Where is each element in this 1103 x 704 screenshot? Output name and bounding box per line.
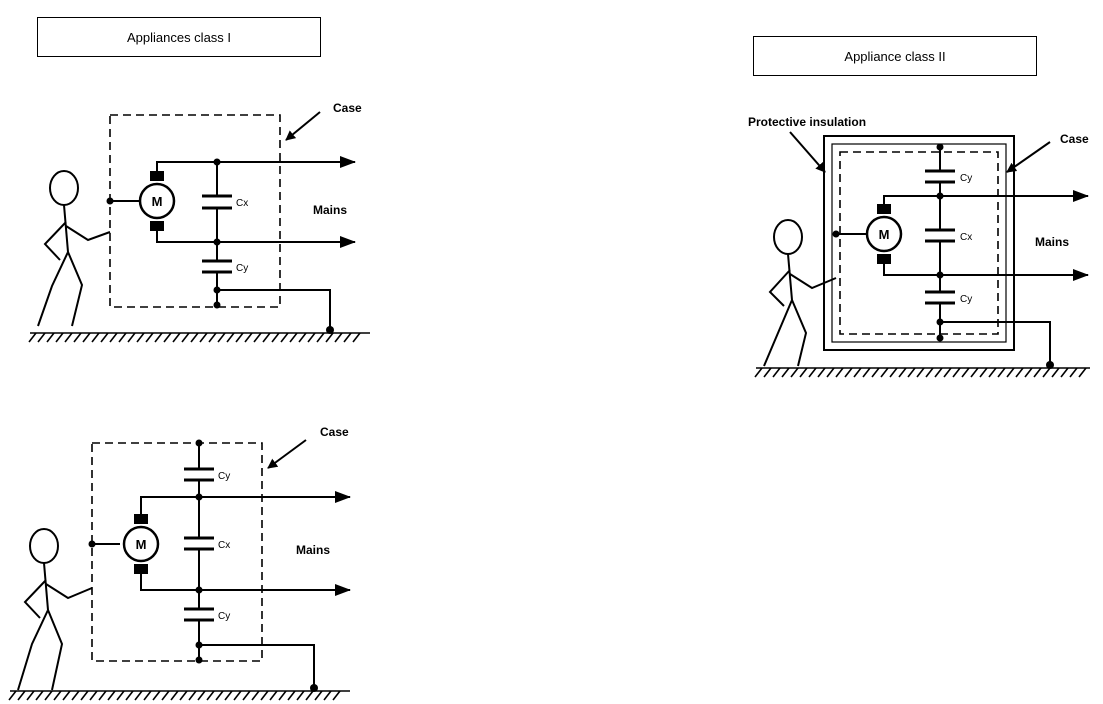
case-label: Case [333,101,362,115]
diagram-class-ii: Protective insulation Case M Cy Cx [748,115,1090,378]
case-arrow [1006,141,1051,173]
mains-label: Mains [1035,235,1069,249]
case-outline [91,442,263,662]
title-class-ii: Appliance class II [844,48,946,64]
diagram-class-i-b: Case M Cy Cx Cy [8,425,351,701]
motor: M [138,171,176,231]
motor-label: M [879,227,890,242]
ground-line [754,367,1090,378]
person-figure [17,528,93,691]
cap-label-cx: Cx [218,540,230,551]
cap-label-cy-top: Cy [218,471,230,482]
mains-label: Mains [313,203,347,217]
case-arrow [267,439,307,469]
insulation-arrow [789,131,826,173]
case-outline [109,114,281,308]
mains-label: Mains [296,543,330,557]
motor-label: M [136,537,147,552]
cap-label-cx: Cx [236,198,248,209]
case-label: Case [320,425,349,439]
case-outline [839,151,999,335]
motor-label: M [152,194,163,209]
cap-label-cy-top: Cy [960,173,972,184]
case-arrow [285,111,321,141]
motor: M [122,514,160,574]
motor: M [865,204,903,264]
cap-label-cy-bottom: Cy [218,611,230,622]
cap-label-cy-bottom: Cy [960,294,972,305]
diagram-class-i-a: Case M Cx Cy [28,101,370,343]
protective-insulation-outline [823,135,1015,351]
title-box-class-i: Appliances class I [37,17,321,57]
title-box-class-ii: Appliance class II [753,36,1037,76]
case-label: Case [1060,132,1089,146]
cap-label-cx: Cx [960,232,972,243]
insulation-label: Protective insulation [748,115,866,129]
title-class-i: Appliances class I [126,29,232,45]
person-figure [37,170,111,327]
cap-label-cy: Cy [236,263,248,274]
ground-line [8,690,350,701]
ground-line [28,332,370,343]
person-figure [763,219,837,367]
